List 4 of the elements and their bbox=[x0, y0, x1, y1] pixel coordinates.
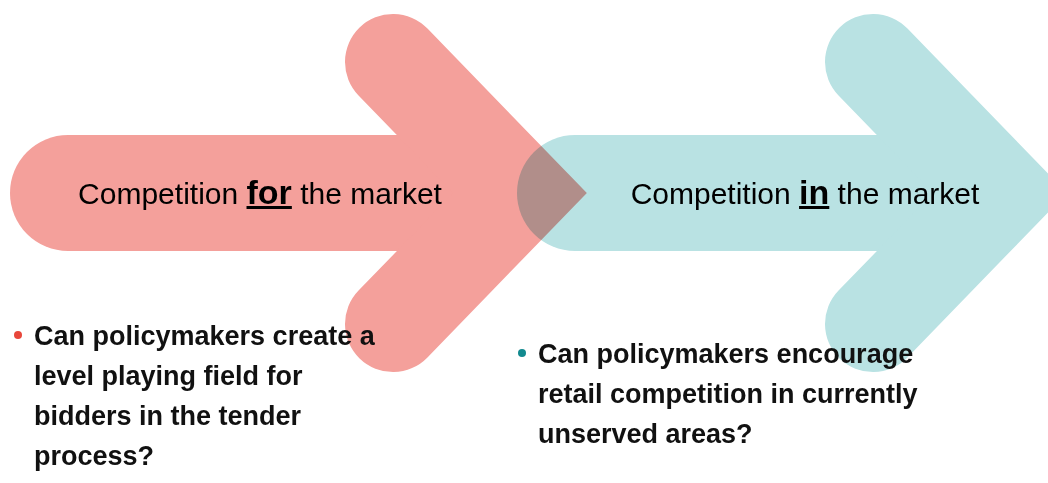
bullet-text: Can policymakers create a level playing field for bidders in the tender process? bbox=[34, 320, 376, 473]
arrow-label: Competition for the market bbox=[77, 172, 443, 213]
bullet-text: Can policymakers encourage retail competition in currently unserved areas? bbox=[538, 338, 918, 451]
arrow-label: Competition in the market bbox=[629, 172, 981, 213]
